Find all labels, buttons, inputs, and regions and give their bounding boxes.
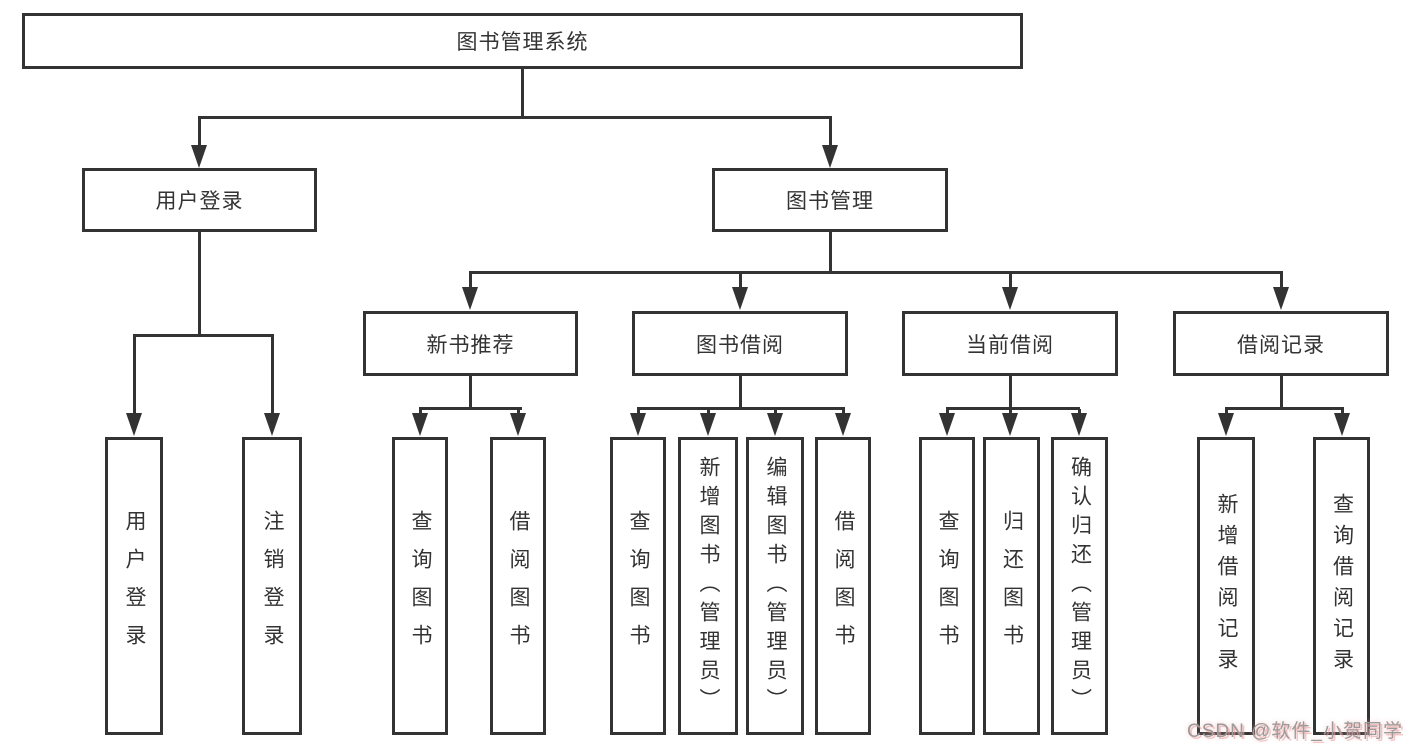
connector-line xyxy=(1008,409,1012,416)
arrowhead xyxy=(1218,413,1234,436)
connector-line xyxy=(828,118,832,148)
arrowhead xyxy=(1273,287,1289,310)
node-label: 查询图书 xyxy=(936,510,959,662)
leaf-logout: 注销登录 xyxy=(242,437,302,735)
node-label: 借阅图书 xyxy=(832,510,855,662)
connector-line xyxy=(1008,274,1012,290)
node-user-login-branch: 用户登录 xyxy=(82,168,317,232)
connector-line xyxy=(1077,409,1081,416)
connector-line xyxy=(828,232,832,273)
connector-line xyxy=(468,376,472,409)
arrowhead xyxy=(1071,413,1087,436)
arrowhead xyxy=(1002,413,1018,436)
connector-line xyxy=(636,407,845,410)
connector-line xyxy=(1279,376,1283,409)
node-label: 确认归还（管理员） xyxy=(1068,455,1092,717)
arrowhead xyxy=(732,287,748,310)
leaf-records-query-record: 查询借阅记录 xyxy=(1313,437,1370,735)
node-label: 图书管理系统 xyxy=(456,31,589,54)
node-label: 用户登录 xyxy=(123,510,146,662)
arrowhead xyxy=(835,413,851,436)
leaf-newbook-query-books: 查询图书 xyxy=(392,437,448,735)
node-book-management-branch: 图书管理 xyxy=(712,168,948,232)
arrowhead xyxy=(939,413,955,436)
node-label: 用户登录 xyxy=(155,190,244,213)
connector-line xyxy=(945,407,1080,410)
connector-line xyxy=(468,274,472,290)
connector-line xyxy=(636,409,640,416)
arrowhead xyxy=(822,145,838,168)
arrowhead xyxy=(767,413,783,436)
csdn-watermark: CSDN @软件_小贺同学 xyxy=(1187,721,1403,742)
leaf-records-add-record: 新增借阅记录 xyxy=(1197,437,1255,735)
leaf-borrowing-borrow-books: 借阅图书 xyxy=(815,437,871,735)
arrowhead xyxy=(700,413,716,436)
node-current-borrowing: 当前借阅 xyxy=(902,311,1118,376)
connector-line xyxy=(1279,274,1283,290)
arrowhead xyxy=(630,413,646,436)
leaf-borrowing-add-books-admin: 新增图书（管理员） xyxy=(678,437,738,735)
connector-line xyxy=(197,118,201,148)
leaf-current-return-books: 归还图书 xyxy=(983,437,1040,735)
leaf-borrowing-edit-books-admin: 编辑图书（管理员） xyxy=(746,437,804,735)
arrowhead xyxy=(1002,287,1018,310)
connector-line xyxy=(197,232,201,335)
leaf-current-query-books: 查询图书 xyxy=(919,437,975,735)
leaf-current-confirm-return-admin: 确认归还（管理员） xyxy=(1051,437,1108,735)
connector-line xyxy=(270,337,274,415)
arrowhead xyxy=(126,413,142,436)
arrowhead xyxy=(412,413,428,436)
node-new-book-recommend: 新书推荐 xyxy=(363,311,578,376)
node-label: 编辑图书（管理员） xyxy=(764,455,787,717)
node-label: 当前借阅 xyxy=(966,333,1054,357)
connector-line xyxy=(516,409,520,416)
connector-line xyxy=(418,409,422,416)
connector-line xyxy=(468,271,1283,274)
node-label: 图书管理 xyxy=(786,190,874,213)
node-borrowing-records: 借阅记录 xyxy=(1173,311,1389,376)
connector-line xyxy=(1224,407,1344,410)
node-label: 查询借阅记录 xyxy=(1330,493,1354,679)
arrowhead xyxy=(462,287,478,310)
arrowhead xyxy=(1334,413,1350,436)
node-label: 新增借阅记录 xyxy=(1215,493,1238,679)
connector-line xyxy=(738,274,742,290)
connector-line xyxy=(738,376,742,409)
arrowhead xyxy=(510,413,526,436)
connector-line xyxy=(132,334,274,337)
leaf-user-login: 用户登录 xyxy=(105,437,163,735)
connector-line xyxy=(841,409,845,416)
node-label: 借阅记录 xyxy=(1237,333,1325,357)
connector-line xyxy=(706,409,710,416)
node-label: 借阅图书 xyxy=(507,510,530,662)
connector-line xyxy=(197,116,832,119)
arrowhead xyxy=(191,145,207,168)
node-root-system: 图书管理系统 xyxy=(22,13,1023,69)
connector-line xyxy=(945,409,949,416)
node-label: 归还图书 xyxy=(1000,510,1024,662)
connector-line xyxy=(1224,409,1228,416)
node-label: 图书借阅 xyxy=(696,333,784,357)
connector-line xyxy=(773,409,777,416)
connector-line xyxy=(520,69,524,119)
connector-line xyxy=(418,407,522,410)
leaf-borrowing-query-books: 查询图书 xyxy=(610,437,666,735)
node-label: 新增图书（管理员） xyxy=(697,455,720,717)
node-book-borrowing: 图书借阅 xyxy=(632,311,848,376)
node-label: 注销登录 xyxy=(261,510,284,662)
connector-line xyxy=(132,337,136,415)
node-label: 查询图书 xyxy=(409,510,432,662)
leaf-newbook-borrow-books: 借阅图书 xyxy=(490,437,546,735)
arrowhead xyxy=(264,413,280,436)
node-label: 新书推荐 xyxy=(426,333,515,357)
node-label: 查询图书 xyxy=(627,510,650,662)
connector-line xyxy=(1340,409,1344,416)
connector-line xyxy=(1008,376,1012,409)
